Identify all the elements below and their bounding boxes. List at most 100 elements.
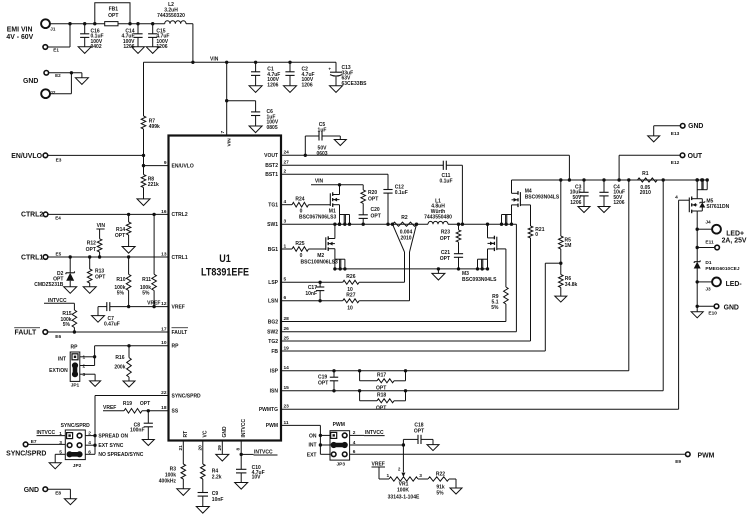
svg-text:10: 10 bbox=[347, 287, 353, 293]
svg-text:0805: 0805 bbox=[267, 125, 278, 131]
svg-text:VREF: VREF bbox=[147, 301, 160, 307]
svg-text:E1: E1 bbox=[53, 48, 59, 53]
svg-text:C6: C6 bbox=[267, 109, 274, 115]
svg-text:63V: 63V bbox=[342, 76, 352, 82]
svg-text:BSC093N04LS: BSC093N04LS bbox=[462, 277, 497, 283]
svg-text:E13: E13 bbox=[671, 131, 680, 137]
svg-text:22: 22 bbox=[161, 390, 167, 396]
svg-text:1: 1 bbox=[387, 473, 390, 479]
svg-text:E6: E6 bbox=[55, 334, 61, 340]
svg-text:PWM: PWM bbox=[333, 422, 345, 428]
svg-text:4: 4 bbox=[88, 440, 91, 446]
svg-text:E10: E10 bbox=[708, 310, 717, 316]
svg-text:0.1uF: 0.1uF bbox=[395, 190, 408, 196]
svg-text:J2: J2 bbox=[50, 90, 56, 95]
svg-text:24: 24 bbox=[284, 150, 290, 156]
svg-text:INT: INT bbox=[58, 357, 66, 363]
svg-text:1: 1 bbox=[83, 355, 86, 361]
svg-text:TG1: TG1 bbox=[268, 202, 278, 208]
svg-text:VIN: VIN bbox=[97, 223, 106, 229]
svg-text:JP3: JP3 bbox=[337, 461, 346, 467]
svg-text:FB1: FB1 bbox=[109, 7, 119, 13]
svg-text:1206: 1206 bbox=[123, 44, 134, 50]
svg-text:SS: SS bbox=[172, 409, 179, 415]
svg-text:1uF: 1uF bbox=[267, 114, 276, 120]
svg-text:R2: R2 bbox=[401, 215, 408, 221]
svg-text:J4: J4 bbox=[705, 219, 711, 225]
svg-text:33uF: 33uF bbox=[342, 70, 354, 76]
svg-text:1206: 1206 bbox=[570, 200, 581, 206]
svg-text:M5: M5 bbox=[706, 199, 713, 205]
svg-text:VIN: VIN bbox=[210, 56, 219, 62]
svg-text:499k: 499k bbox=[149, 124, 160, 130]
svg-text:3: 3 bbox=[83, 372, 86, 378]
svg-text:7443550480: 7443550480 bbox=[424, 214, 452, 220]
svg-text:R17: R17 bbox=[377, 373, 386, 379]
svg-text:0.1uF: 0.1uF bbox=[439, 179, 452, 185]
svg-text:5%: 5% bbox=[117, 291, 125, 297]
svg-text:C15: C15 bbox=[156, 28, 165, 34]
svg-text:0.004: 0.004 bbox=[400, 230, 413, 236]
svg-text:C1: C1 bbox=[267, 67, 274, 73]
svg-text:15: 15 bbox=[284, 385, 290, 391]
svg-text:50V: 50V bbox=[613, 195, 623, 201]
svg-text:0603: 0603 bbox=[316, 151, 327, 157]
svg-text:GND: GND bbox=[222, 426, 228, 438]
svg-text:4V - 60V: 4V - 60V bbox=[6, 34, 33, 41]
svg-text:100nF: 100nF bbox=[130, 428, 144, 434]
svg-text:12: 12 bbox=[161, 301, 167, 307]
svg-text:10nF: 10nF bbox=[212, 497, 224, 503]
svg-text:100V: 100V bbox=[267, 77, 279, 83]
svg-text:4.7uF: 4.7uF bbox=[302, 72, 315, 78]
svg-text:10V: 10V bbox=[252, 475, 262, 481]
svg-text:2: 2 bbox=[88, 430, 91, 436]
svg-text:C12: C12 bbox=[395, 184, 404, 190]
svg-text:C17: C17 bbox=[308, 285, 317, 291]
svg-text:VIN: VIN bbox=[315, 179, 324, 185]
svg-text:SI7611DN: SI7611DN bbox=[706, 204, 729, 210]
svg-text:U1: U1 bbox=[219, 253, 231, 265]
svg-text:4.7uF: 4.7uF bbox=[267, 72, 280, 78]
svg-text:RP: RP bbox=[71, 344, 79, 350]
svg-text:R23: R23 bbox=[441, 230, 450, 236]
svg-text:D1: D1 bbox=[705, 260, 711, 266]
svg-text:LED+: LED+ bbox=[726, 231, 744, 238]
svg-text:GND: GND bbox=[724, 305, 739, 312]
svg-text:M1: M1 bbox=[329, 209, 336, 215]
svg-text:CTRL1: CTRL1 bbox=[21, 254, 43, 261]
svg-text:R14: R14 bbox=[116, 227, 125, 233]
svg-text:SW1: SW1 bbox=[267, 222, 278, 228]
svg-text:5: 5 bbox=[59, 450, 62, 456]
svg-text:27: 27 bbox=[284, 160, 290, 166]
svg-text:R22: R22 bbox=[436, 471, 445, 477]
svg-text:TG2: TG2 bbox=[268, 339, 278, 345]
svg-text:16: 16 bbox=[161, 209, 167, 215]
svg-text:BSC100N06LS3: BSC100N06LS3 bbox=[301, 260, 338, 266]
svg-text:0.47uF: 0.47uF bbox=[104, 322, 120, 328]
svg-text:CTRL2: CTRL2 bbox=[172, 212, 188, 218]
svg-text:L2: L2 bbox=[168, 2, 174, 8]
svg-text:PMEG6010CEJ: PMEG6010CEJ bbox=[705, 266, 739, 272]
svg-text:VREF: VREF bbox=[372, 462, 385, 468]
svg-text:10nF: 10nF bbox=[305, 291, 317, 297]
svg-text:INTVCC: INTVCC bbox=[254, 450, 273, 456]
svg-text:E2: E2 bbox=[55, 73, 61, 78]
svg-text:Würth: Würth bbox=[431, 209, 445, 215]
svg-text:20: 20 bbox=[197, 445, 203, 451]
svg-text:C20: C20 bbox=[371, 207, 380, 213]
svg-text:R13: R13 bbox=[95, 269, 104, 275]
svg-text:M2: M2 bbox=[317, 253, 324, 259]
svg-text:6: 6 bbox=[88, 449, 91, 455]
svg-text:R26: R26 bbox=[346, 274, 355, 280]
svg-text:BST2: BST2 bbox=[265, 163, 278, 169]
svg-text:R6: R6 bbox=[565, 276, 572, 282]
svg-text:4.7uF: 4.7uF bbox=[156, 34, 169, 40]
svg-text:E3: E3 bbox=[56, 157, 62, 163]
svg-text:C13: C13 bbox=[342, 65, 351, 71]
svg-text:11: 11 bbox=[284, 420, 289, 426]
svg-text:2.2k: 2.2k bbox=[212, 475, 222, 481]
svg-text:NO SPREAD/SYNC: NO SPREAD/SYNC bbox=[98, 452, 143, 458]
svg-text:C10: C10 bbox=[252, 465, 261, 471]
svg-text:OPT: OPT bbox=[376, 405, 386, 411]
svg-text:OPT: OPT bbox=[414, 428, 424, 434]
